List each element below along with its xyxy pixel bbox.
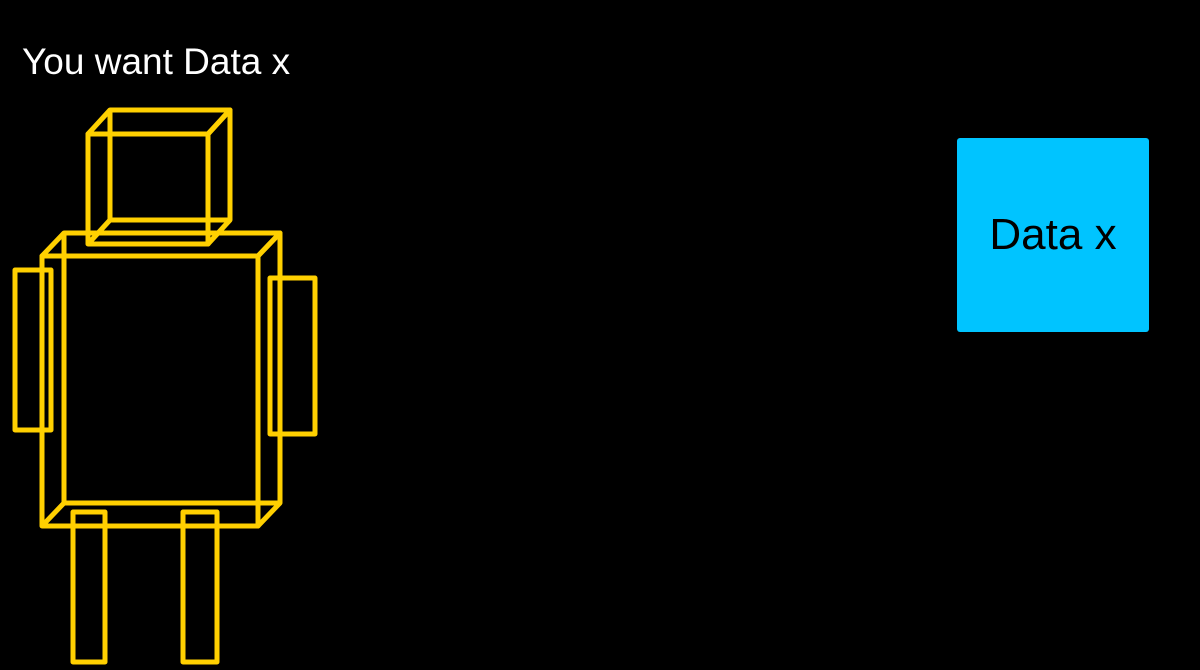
robot-right-leg bbox=[180, 509, 220, 665]
robot-figure bbox=[12, 107, 318, 665]
robot-left-arm bbox=[12, 267, 54, 433]
robot-right-arm bbox=[267, 275, 318, 437]
robot-left-leg bbox=[70, 509, 108, 665]
caption-text: You want Data x bbox=[22, 41, 291, 82]
data-x-label: Data x bbox=[989, 210, 1117, 259]
data-x-box: Data x bbox=[957, 138, 1149, 332]
robot-head bbox=[85, 107, 233, 247]
robot-body bbox=[39, 230, 283, 529]
